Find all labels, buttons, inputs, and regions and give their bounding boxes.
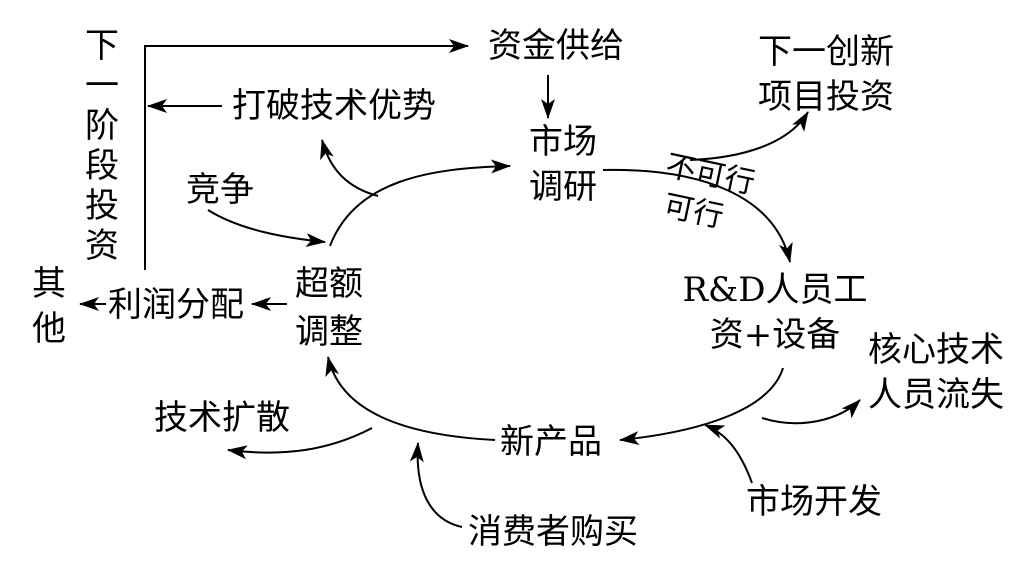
node-others-line1: 其 (32, 264, 66, 304)
arrow-not-feasible-to-next-innovation (689, 111, 809, 161)
node-competition: 竞争 (186, 170, 254, 210)
arrow-next-stage-to-funding (144, 39, 469, 270)
arrow-new-product-to-excess-adjust (325, 356, 496, 441)
node-market-research-line2: 调研 (529, 167, 597, 207)
node-excess-adjust-line1: 超额 (295, 264, 363, 304)
node-market-development: 市场开发 (746, 482, 882, 522)
node-tech-diffusion: 技术扩散 (154, 398, 290, 438)
node-new-product: 新产品 (500, 422, 602, 462)
arrow-loop-to-break-advantage (320, 139, 379, 197)
node-core-staff-loss-line2: 人员流失 (868, 375, 1004, 415)
node-others-line2: 他 (32, 309, 66, 349)
node-consumer-purchase: 消费者购买 (468, 512, 638, 552)
arrow-market-development-to-loop (704, 424, 753, 484)
node-market-research-line1: 市场 (529, 122, 597, 162)
node-funding-supply: 资金供给 (488, 26, 624, 66)
node-profit-distribution: 利润分配 (108, 285, 244, 325)
node-next-innovation-line1: 下一创新 (758, 32, 894, 72)
arrow-loop-to-tech-diffusion (227, 427, 373, 460)
node-rnd-line2: 资+设备 (709, 315, 841, 355)
node-rnd-line1: R&D人员工 (682, 270, 868, 310)
arrow-loop-to-core-loss (761, 399, 861, 425)
arrow-market-research-to-rnd (602, 168, 793, 263)
arrow-consumer-to-loop (409, 442, 463, 528)
arrow-rnd-to-new-product (619, 367, 784, 446)
node-core-staff-loss-line1: 核心技术 (868, 330, 1004, 370)
arrow-excess-adjust-to-market-research (329, 159, 511, 247)
node-excess-adjust-line2: 调整 (295, 312, 363, 352)
arrow-competition-to-excess-adjust (207, 209, 326, 248)
node-next-stage-investment: 下一阶段投资 (85, 26, 119, 266)
node-break-tech-advantage: 打破技术优势 (232, 86, 436, 126)
node-next-innovation-line2: 项目投资 (758, 77, 894, 117)
